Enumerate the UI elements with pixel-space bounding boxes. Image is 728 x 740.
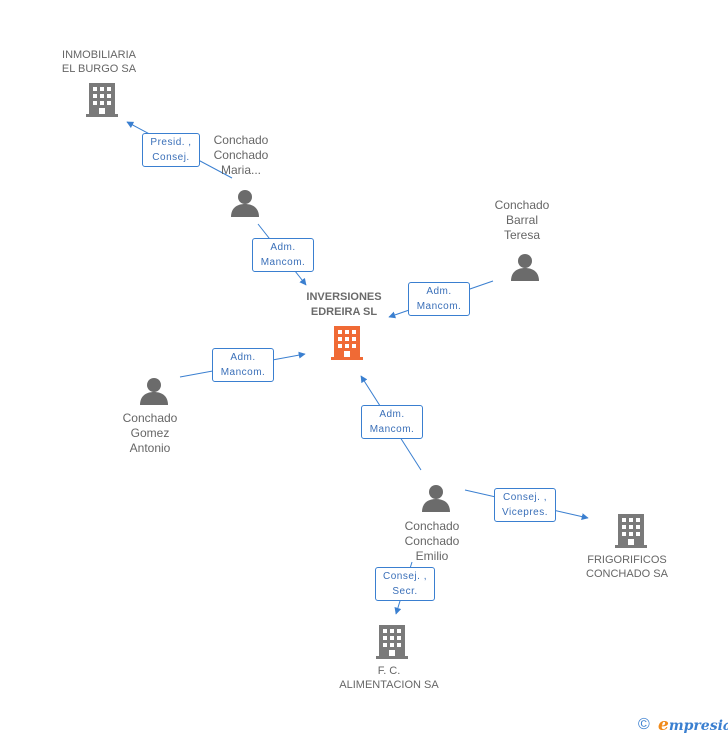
edge-label-antonio-main: Adm. Mancom. [212,348,274,382]
company-name-frigorificos: FRIGORIFICOS CONCHADO SA [586,554,668,580]
copyright-symbol: © [638,716,650,733]
building-icon [376,625,408,659]
building-icon [615,514,647,548]
person-name-antonio: Conchado Gomez Antonio [122,411,178,455]
brand-initial: e [658,715,669,735]
person-name-teresa: Conchado Barral Teresa [494,198,550,242]
edge-label-maria-inmobiliaria: Presid. , Consej. [142,133,200,167]
main-company-name: INVERSIONES EDREIRA SL [306,291,382,318]
edge-label-emilio-alimentacion: Consej. , Secr. [375,567,435,601]
person-name-maria: Conchado Conchado Maria... [213,133,269,177]
edge-label-emilio-main: Adm. Mancom. [361,405,423,439]
edge-label-maria-main: Adm. Mancom. [252,238,314,272]
edge-label-emilio-frigorificos: Consej. , Vicepres. [494,488,556,522]
edge-label-teresa-main: Adm. Mancom. [408,282,470,316]
company-name-alimentacion: F. C. ALIMENTACION SA [339,665,439,691]
person-icon [140,378,168,405]
building-icon [331,326,363,360]
brand-name: mpresia [668,718,728,734]
company-name-inmobiliaria: INMOBILIARIA EL BURGO SA [61,49,137,75]
person-icon [231,190,259,217]
person-icon [422,485,450,512]
person-name-emilio: Conchado Conchado Emilio [404,519,460,563]
footer-brand: © empresia [638,714,728,738]
empresia-logo[interactable]: empresia [658,715,728,735]
building-icon [86,83,118,117]
person-icon [511,254,539,281]
